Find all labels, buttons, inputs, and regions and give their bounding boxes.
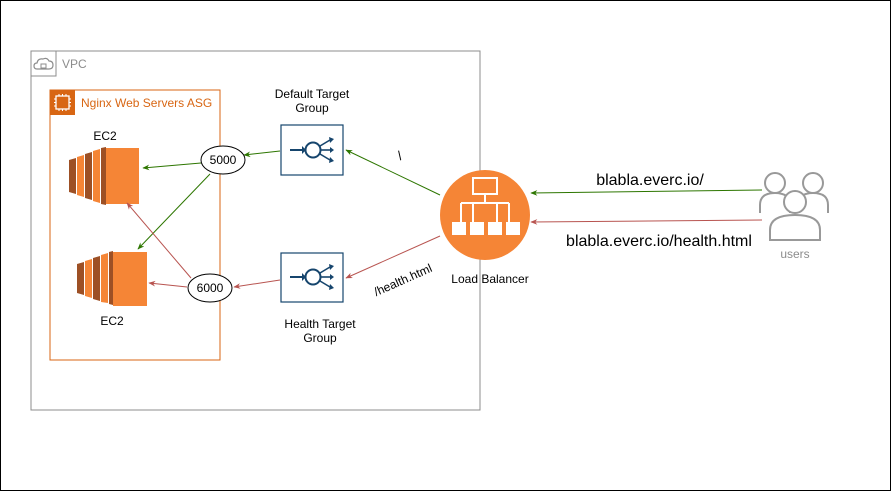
users-label: users — [780, 247, 809, 261]
default-tg-label-line1: Default Target — [275, 87, 350, 101]
health-tg-label-line1: Health Target — [284, 317, 356, 331]
route-default-label: / — [395, 148, 406, 163]
health-target-group: Health Target Group — [280, 252, 356, 345]
ec2-icon — [77, 251, 147, 306]
asg-group: Nginx Web Servers ASG — [49, 89, 221, 361]
ec2-top-label: EC2 — [93, 129, 117, 143]
ec2-bottom-label: EC2 — [100, 314, 124, 328]
edge-users-to-lb-health — [530, 219, 763, 225]
port-6000-label: 6000 — [197, 281, 224, 295]
port-5000-label: 5000 — [210, 153, 237, 167]
default-target-group: Default Target Group — [275, 87, 350, 176]
load-balancer-label: Load Balancer — [451, 272, 528, 286]
route-health-label: /health.html — [372, 261, 434, 299]
edge-6000-to-ec2-top — [126, 202, 192, 279]
edge-users-to-lb-default — [530, 189, 763, 196]
edge-default-tg-to-5000 — [243, 150, 281, 158]
vpc-cloud-icon — [30, 50, 57, 77]
users-icon — [759, 172, 829, 241]
target-group-icon — [280, 252, 344, 303]
port-5000-node: 5000 — [200, 145, 246, 175]
port-6000-node: 6000 — [187, 273, 233, 303]
users-node: users — [759, 172, 829, 261]
health-tg-label-line2: Group — [303, 331, 337, 345]
load-balancer: Load Balancer — [440, 170, 530, 286]
url-default-label: blabla.everc.io/ — [596, 172, 704, 189]
edges — [126, 149, 763, 289]
asg-chip-icon — [50, 90, 75, 115]
edge-lb-to-default-tg — [345, 149, 441, 196]
ec2-instance-top: EC2 — [69, 129, 139, 205]
edge-5000-to-ec2-top — [142, 162, 202, 171]
default-tg-label-line2: Group — [295, 101, 329, 115]
edge-lb-to-health-tg — [345, 235, 441, 279]
vpc-group: VPC — [30, 50, 481, 411]
edge-5000-to-ec2-bottom — [137, 173, 211, 250]
vpc-label: VPC — [62, 57, 87, 71]
target-group-icon — [280, 124, 344, 176]
load-balancer-icon — [440, 170, 530, 260]
edge-health-tg-to-6000 — [233, 279, 281, 289]
url-health-label: blabla.everc.io/health.html — [566, 233, 752, 250]
ec2-instance-bottom: EC2 — [77, 251, 147, 328]
asg-label: Nginx Web Servers ASG — [81, 96, 212, 110]
edge-6000-to-ec2-bottom — [148, 280, 188, 288]
ec2-icon — [69, 147, 139, 205]
